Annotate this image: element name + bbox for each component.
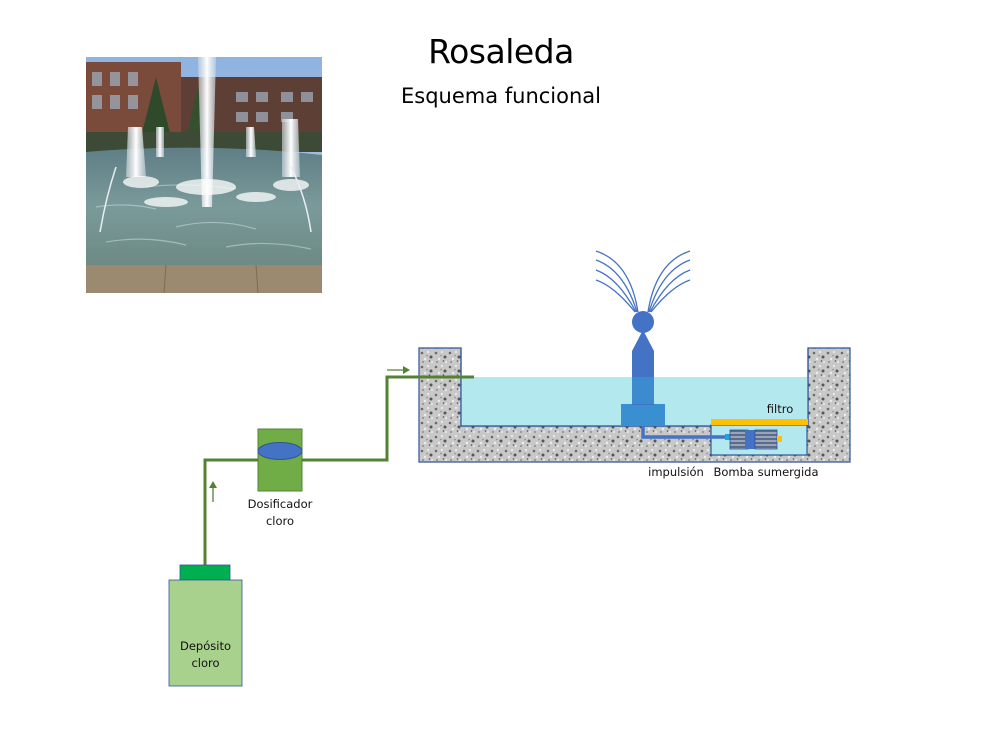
page-subtitle: Esquema funcional [400,84,602,108]
chlorine-dosifier [257,428,303,492]
pool-edge [86,265,322,293]
dosifier-label: Dosificador cloro [232,496,328,530]
filter-label: filtro [766,402,794,416]
chlorine-pipe [203,375,474,565]
flow-arrow-up [209,481,217,502]
tank-label: Depósito cloro [169,638,242,672]
jet [156,127,164,157]
dosifier-label-line1: Dosificador [247,497,313,511]
water-jets [595,250,691,313]
pump-label: Bomba sumergida [713,465,819,479]
tree [141,77,171,137]
chlorine-tank [168,564,243,687]
jet [126,127,146,177]
page-title: Rosaleda [428,32,574,71]
impulsion-label: impulsión [648,465,704,479]
impulsion-pipe [641,424,725,439]
flow-arrow-right [387,366,410,374]
tank-label-line2: cloro [191,656,220,670]
fountain-photo-illustration [86,57,322,293]
fountain-photo [86,57,322,293]
jet [246,127,256,157]
central-jet [198,57,216,207]
submersible-pump [725,429,782,450]
filter-bar [711,419,808,425]
jet [282,119,300,177]
tank-label-line1: Depósito [180,639,231,653]
fountain-nozzle [621,311,665,426]
dosifier-label-line2: cloro [265,514,295,528]
